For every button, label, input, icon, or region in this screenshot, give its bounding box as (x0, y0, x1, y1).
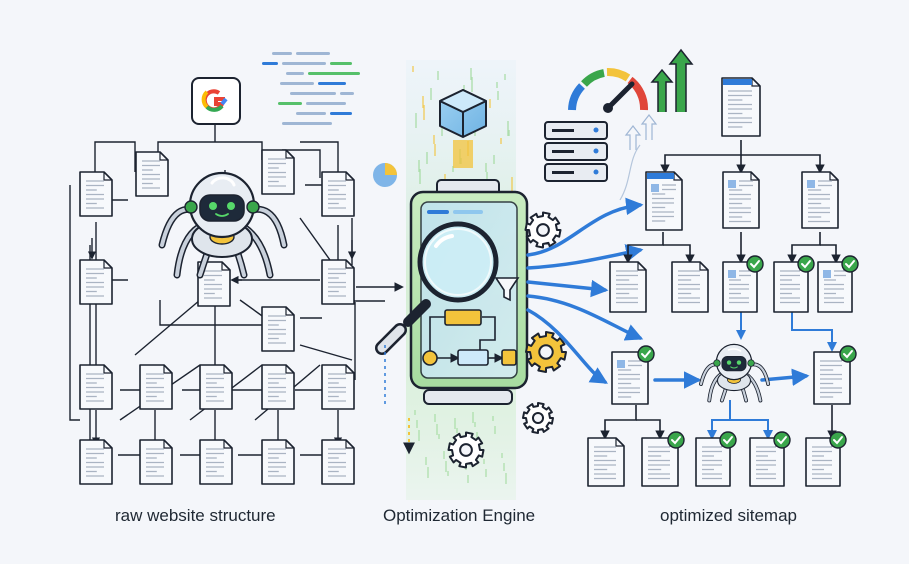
cube-icon (439, 89, 487, 138)
beam-accent (453, 140, 473, 168)
sitemap-pages (587, 77, 859, 487)
document-page-icon (321, 171, 355, 217)
speedometer-icon (568, 68, 648, 113)
code-snippet-lines (262, 52, 360, 125)
check-badge-icon (773, 431, 791, 449)
check-badge-icon (667, 431, 685, 449)
document-page-icon (321, 259, 355, 305)
document-page-icon (611, 351, 649, 405)
server-stack-icon (544, 121, 608, 182)
document-page-icon (813, 351, 851, 405)
document-page-icon (79, 259, 113, 305)
magnifier-icon (375, 221, 499, 355)
flow-arrows (526, 197, 810, 389)
document-page-icon (261, 306, 295, 352)
caption-optimization-engine: Optimization Engine (383, 506, 536, 525)
pie-chart-icon (373, 163, 397, 187)
document-page-icon (773, 261, 809, 313)
gear-icon (447, 431, 485, 469)
up-arrows-icon (619, 48, 694, 201)
document-page-icon (261, 439, 295, 485)
document-page-icon (261, 149, 295, 195)
document-page-icon (587, 437, 625, 487)
document-page-icon (817, 261, 853, 313)
document-page-icon (139, 364, 173, 410)
caption-raw-structure: raw website structure (115, 506, 276, 525)
gear-icon (522, 402, 554, 434)
caption-optimized-sitemap: optimized sitemap (660, 506, 798, 525)
raw-structure-pages (79, 149, 355, 485)
document-page-icon (609, 261, 647, 313)
check-badge-icon (746, 255, 764, 273)
document-page-icon (79, 439, 113, 485)
gear-icon (525, 331, 567, 373)
document-page-icon (79, 171, 113, 217)
document-page-icon (135, 151, 169, 197)
check-badge-icon (797, 255, 815, 273)
small-spider-robot-icon (699, 343, 771, 403)
document-page-icon (801, 171, 839, 229)
document-page-icon (695, 437, 731, 487)
document-page-icon (321, 439, 355, 485)
document-page-icon (139, 439, 173, 485)
document-page-icon (671, 261, 709, 313)
document-page-icon (721, 77, 761, 137)
check-badge-icon (839, 345, 857, 363)
sitemap-links (600, 140, 841, 440)
document-page-icon (722, 171, 760, 229)
document-page-icon (79, 364, 113, 410)
document-page-icon (805, 437, 841, 487)
spider-robot-icon (158, 171, 288, 279)
document-page-icon (199, 364, 233, 410)
document-page-icon (641, 437, 679, 487)
document-page-icon (645, 171, 683, 231)
check-badge-icon (841, 255, 859, 273)
gear-icons (447, 211, 567, 469)
check-badge-icon (829, 431, 847, 449)
raw-structure-links (69, 124, 357, 456)
document-page-icon (199, 439, 233, 485)
document-page-icon (261, 364, 295, 410)
document-page-icon (722, 261, 758, 313)
document-page-icon (321, 364, 355, 410)
check-badge-icon (637, 345, 655, 363)
input-arrows (356, 282, 404, 302)
check-badge-icon (719, 431, 737, 449)
document-page-icon (197, 261, 231, 307)
gear-icon (524, 211, 562, 249)
google-g-icon (191, 77, 241, 125)
